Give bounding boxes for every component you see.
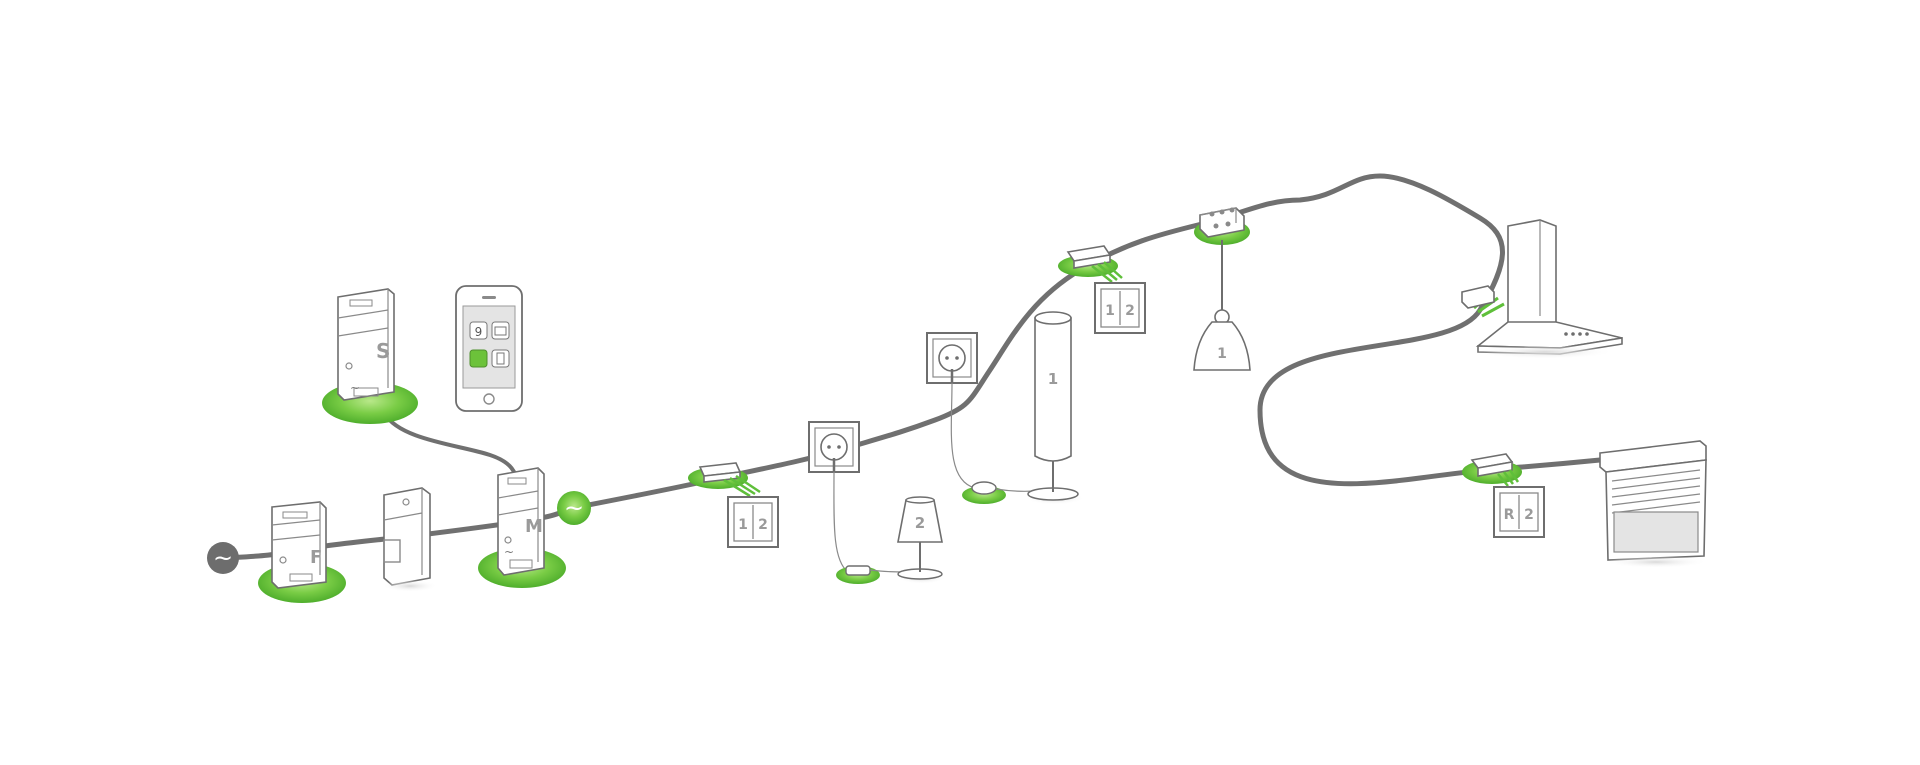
smartphone-icon: 9 (455, 285, 523, 412)
floor-lamp: 1 (1025, 311, 1085, 505)
phone-tile-number: 9 (475, 325, 483, 339)
pendant-label: 1 (1217, 346, 1227, 362)
shutter-switch-right: 2 (1524, 507, 1534, 523)
lamp-1-dimmer (962, 481, 1046, 504)
circuit-breaker (382, 487, 438, 592)
lamp-2-dimmer (836, 565, 906, 584)
actuator-2 (1058, 245, 1123, 283)
table-lamp-label: 2 (915, 514, 925, 532)
actuator-4 (1462, 453, 1522, 487)
lamp-2-cord (833, 471, 849, 573)
wall-switch-1: 1 2 (727, 496, 779, 548)
bus-output-icon: ~ (557, 491, 591, 525)
switch-1-left: 1 (738, 517, 748, 533)
floor-lamp-label: 1 (1048, 370, 1058, 388)
svg-text:~: ~ (564, 494, 584, 522)
wall-switch-2: 1 2 (1094, 282, 1146, 334)
svg-text:~: ~ (504, 545, 514, 559)
extractor-hood-icon (1461, 219, 1623, 359)
power-socket-icon-2 (926, 332, 978, 384)
power-socket-icon (808, 421, 860, 473)
module-f: F (258, 501, 346, 603)
switch-2-left: 1 (1105, 303, 1115, 319)
module-f-label: F (310, 547, 322, 568)
svg-text:~: ~ (213, 544, 233, 572)
svg-text:~: ~ (350, 381, 360, 395)
module-m: M ~ (478, 467, 566, 588)
module-s-label: S (376, 339, 390, 363)
module-s: S ~ (322, 288, 418, 424)
actuator-1 (688, 462, 761, 498)
table-lamp: 2 (897, 496, 946, 584)
lamp-1-cord (950, 382, 976, 489)
pendant-lamp: 1 (1193, 309, 1251, 371)
actuator-3 (1194, 207, 1250, 245)
shutter-switch: R 2 (1493, 486, 1545, 538)
switch-1-right: 2 (758, 517, 768, 533)
shutter-switch-left: R (1504, 507, 1515, 523)
roller-shutter-icon (1599, 440, 1708, 568)
mains-input-icon: ~ (207, 542, 239, 574)
module-m-label: M (525, 516, 543, 537)
switch-2-right: 2 (1125, 303, 1135, 319)
